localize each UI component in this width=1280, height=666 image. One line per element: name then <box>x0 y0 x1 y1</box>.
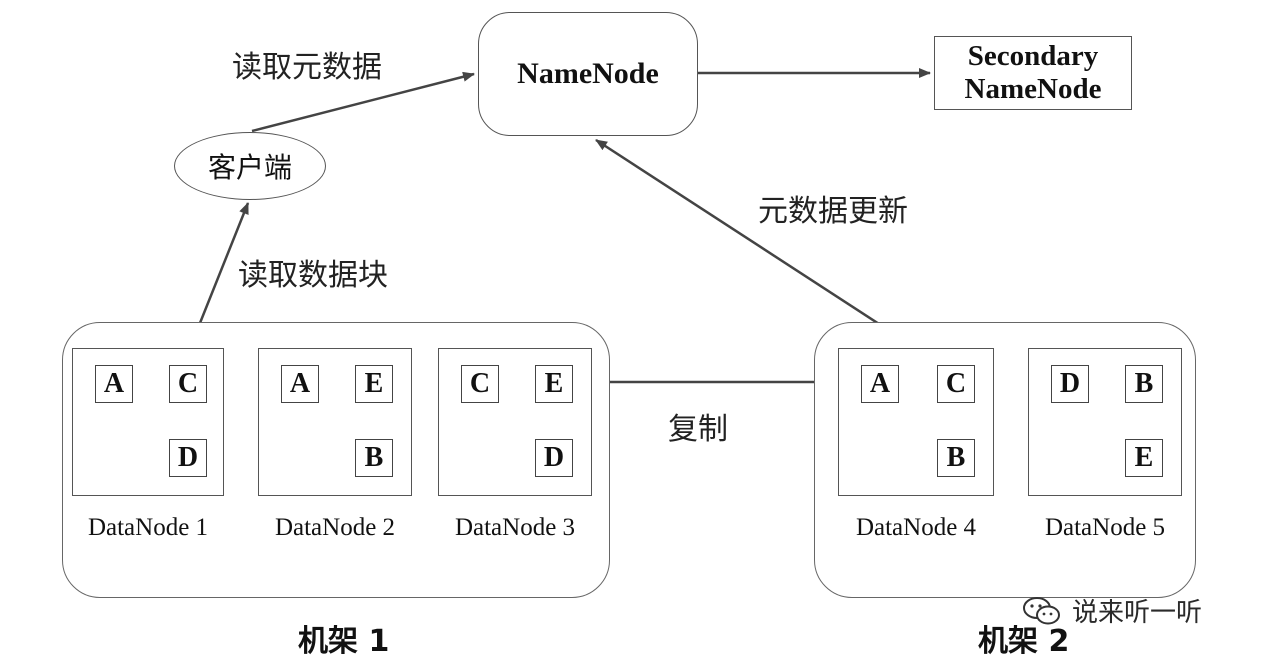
watermark: 说来听一听 <box>1022 592 1202 629</box>
block: D <box>535 439 573 477</box>
edge-label-metadata-update: 元数据更新 <box>758 194 908 229</box>
arrow-client-to-namenode <box>251 71 475 133</box>
block: D <box>1051 365 1089 403</box>
wechat-icon <box>1022 596 1062 626</box>
datanode-1-box: A C D <box>72 348 224 496</box>
datanode-3-label: DataNode 3 <box>454 514 576 541</box>
block: C <box>169 365 207 403</box>
block: C <box>937 365 975 403</box>
datanode-4-label: DataNode 4 <box>855 514 977 541</box>
client-ellipse: 客户端 <box>174 132 326 200</box>
block: A <box>95 365 133 403</box>
datanode-4-box: A C B <box>838 348 994 496</box>
edge-label-read-block: 读取数据块 <box>238 258 388 293</box>
datanode-2-label: DataNode 2 <box>274 514 396 541</box>
secondary-namenode-box: Secondary NameNode <box>934 36 1132 110</box>
datanode-5-label: DataNode 5 <box>1044 514 1166 541</box>
watermark-text: 说来听一听 <box>1072 598 1203 628</box>
namenode-box: NameNode <box>478 12 698 136</box>
block: B <box>355 439 393 477</box>
rack-2-label: 机架 2 <box>978 624 1070 659</box>
datanode-2-box: A E B <box>258 348 412 496</box>
datanode-3-box: C E D <box>438 348 592 496</box>
block: B <box>937 439 975 477</box>
client-label: 客户端 <box>207 151 292 184</box>
secondary-label-line2: NameNode <box>964 73 1102 105</box>
rack-1-label: 机架 1 <box>298 624 390 659</box>
datanode-5-box: D B E <box>1028 348 1182 496</box>
edge-label-replicate: 复制 <box>668 412 728 447</box>
namenode-label: NameNode <box>517 57 659 90</box>
block: D <box>169 439 207 477</box>
block: E <box>1125 439 1163 477</box>
block: B <box>1125 365 1163 403</box>
block: A <box>861 365 899 403</box>
datanode-1-label: DataNode 1 <box>87 514 209 541</box>
block: E <box>355 365 393 403</box>
block: C <box>461 365 499 403</box>
secondary-label-line1: Secondary <box>967 39 1099 72</box>
arrow-datanode4-to-namenode <box>595 138 917 350</box>
edge-label-read-metadata: 读取元数据 <box>232 50 382 85</box>
block: E <box>535 365 573 403</box>
block: A <box>281 365 319 403</box>
